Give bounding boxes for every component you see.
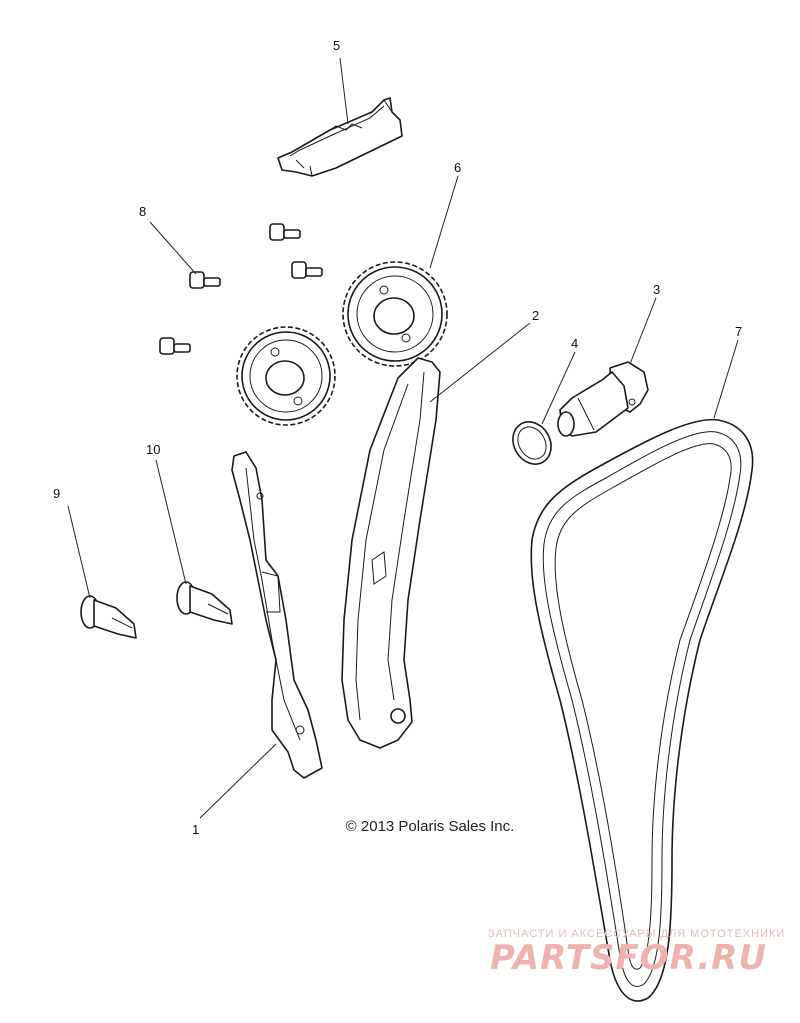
callout-10: 10 bbox=[146, 442, 160, 457]
part-7-timing-chain bbox=[530, 418, 754, 1002]
lower-sprocket bbox=[236, 326, 336, 426]
part-5-upper-guide bbox=[277, 97, 403, 177]
part-1-fixed-guide bbox=[231, 451, 323, 779]
part-8-bolt-b bbox=[291, 261, 323, 279]
part-8-bolt-c bbox=[189, 271, 221, 289]
callout-9: 9 bbox=[53, 486, 60, 501]
part-8-bolt-d bbox=[159, 337, 191, 355]
callout-6: 6 bbox=[454, 160, 461, 175]
part-2-tensioner-guide bbox=[341, 357, 441, 749]
callout-2: 2 bbox=[532, 308, 539, 323]
watermark-logo: PARTSFOR.RU bbox=[490, 938, 768, 978]
callout-7: 7 bbox=[735, 324, 742, 339]
part-6-upper-sprocket bbox=[342, 261, 448, 367]
copyright-notice: © 2013 Polaris Sales Inc. bbox=[345, 818, 515, 835]
watermark-tagline: ЗАПЧАСТИ И АКСЕССУАРЫ ДЛЯ МОТОТЕХНИКИ bbox=[488, 928, 786, 940]
callout-8: 8 bbox=[139, 204, 146, 219]
callout-1: 1 bbox=[192, 822, 199, 837]
part-10-pivot-bolt bbox=[176, 581, 233, 625]
part-4-o-ring bbox=[512, 421, 552, 465]
part-3-tensioner bbox=[557, 361, 649, 437]
leader-lines bbox=[67, 57, 739, 819]
part-9-pivot-bolt bbox=[80, 595, 137, 639]
part-8-bolt-a bbox=[269, 223, 301, 241]
callout-4: 4 bbox=[571, 336, 578, 351]
callout-3: 3 bbox=[653, 282, 660, 297]
callout-5: 5 bbox=[333, 38, 340, 53]
